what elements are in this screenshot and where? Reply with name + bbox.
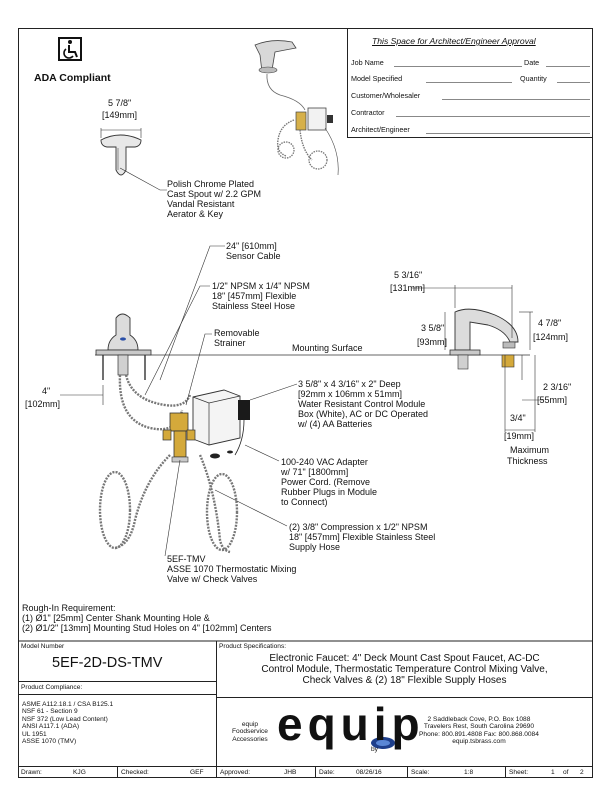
approval-block: This Space for Architect/Engineer Approv… <box>347 28 593 138</box>
customer-label: Customer/Wholesaler <box>351 91 421 100</box>
approved-label: Approved: <box>220 769 251 776</box>
dim-overall-mm: [124mm] <box>533 332 569 342</box>
dim-shank-in: 2 3/16" <box>543 382 572 392</box>
dim-reach-mm: [131mm] <box>390 283 426 293</box>
dim-height-in: 3 5/8" <box>421 323 445 333</box>
rough-in-title: Rough-In Requirement: <box>22 603 116 613</box>
approval-title: This Space for Architect/Engineer Approv… <box>372 36 536 46</box>
product-spec-label: Product Specifications: <box>219 643 287 650</box>
dimension-lines <box>60 128 544 432</box>
wheelchair-icon <box>58 37 82 61</box>
approved-value: JHB <box>284 769 297 776</box>
product-compliance-label: Product Compliance: <box>21 684 83 691</box>
model-number-value: 5EF-2D-DS-TMV <box>52 655 163 671</box>
leader-lines <box>119 167 298 557</box>
rough-in-line-2: (2) Ø1/2" [13mm] Mounting Stud Holes on … <box>22 623 272 633</box>
mounting-surface-label: Mounting Surface <box>292 343 363 353</box>
architect-label: Architect/Engineer <box>351 125 410 134</box>
scale-label: Scale: <box>411 769 430 776</box>
dim-thickness-label-1: Maximum <box>510 445 550 455</box>
model-number-label: Model Number <box>21 643 65 650</box>
sheet-value: 1 <box>551 769 555 776</box>
faucet-side-view <box>449 308 519 370</box>
job-name-label: Job Name <box>351 58 384 67</box>
dim-thickness-label-2: Thickness <box>507 456 548 466</box>
dim-overall-in: 4 7/8" <box>538 318 562 328</box>
contractor-label: Contractor <box>351 108 385 117</box>
mixing-valve <box>162 412 196 463</box>
dim-shank-mm: [55mm] <box>537 395 568 405</box>
dim-height-mm: [93mm] <box>417 337 448 347</box>
model-specified-label: Model Specified <box>351 74 403 83</box>
sheet-label: Sheet: <box>509 769 529 776</box>
checked-label: Checked: <box>121 769 149 776</box>
equip-logo-by: by <box>371 746 378 753</box>
date-value: 08/26/16 <box>356 769 382 776</box>
callout-sensor-cable: 24" [610mm]Sensor Cable <box>226 241 281 261</box>
quantity-label: Quantity <box>520 74 547 83</box>
sheet-of: of <box>563 769 569 776</box>
dim-top-width-mm: [149mm] <box>102 110 138 120</box>
spout-top-view <box>100 134 142 176</box>
rough-in-block: Rough-In Requirement: (1) Ø1" [25mm] Cen… <box>22 603 272 633</box>
checked-value: GEF <box>190 769 204 776</box>
dim-top-width-in: 5 7/8" <box>108 98 132 108</box>
drawn-value: KJG <box>73 769 86 776</box>
sheet-total: 2 <box>580 769 584 776</box>
equip-logo: equip <box>277 698 425 750</box>
dim-thickness-in: 3/4" <box>510 413 526 423</box>
rough-in-line-1: (1) Ø1" [25mm] Center Shank Mounting Hol… <box>22 613 210 623</box>
date-footer-label: Date: <box>319 769 335 776</box>
dim-thickness-mm: [19mm] <box>504 431 535 441</box>
footer-row: Drawn: KJG Checked: GEF Approved: JHB Da… <box>18 766 593 778</box>
dim-below-in: 4" <box>42 386 51 396</box>
dim-below-mm: [102mm] <box>25 399 61 409</box>
ada-compliant-label: ADA Compliant <box>34 72 111 84</box>
date-label: Date <box>524 58 540 67</box>
dim-reach-in: 5 3/16" <box>394 270 423 280</box>
faucet-front-view <box>95 313 152 380</box>
equip-logo-ring <box>371 737 395 749</box>
callout-control-module: 3 5/8" x 4 3/16" x 2" Deep[92mm x 106mm … <box>298 379 429 429</box>
drawn-label: Drawn: <box>21 769 42 776</box>
control-module <box>192 389 250 459</box>
drawing-frame <box>18 28 593 778</box>
product-isometric-image <box>254 40 339 176</box>
product-spec-text: Electronic Faucet: 4" Deck Mount Cast Sp… <box>261 653 548 686</box>
scale-value: 1:8 <box>464 769 474 776</box>
